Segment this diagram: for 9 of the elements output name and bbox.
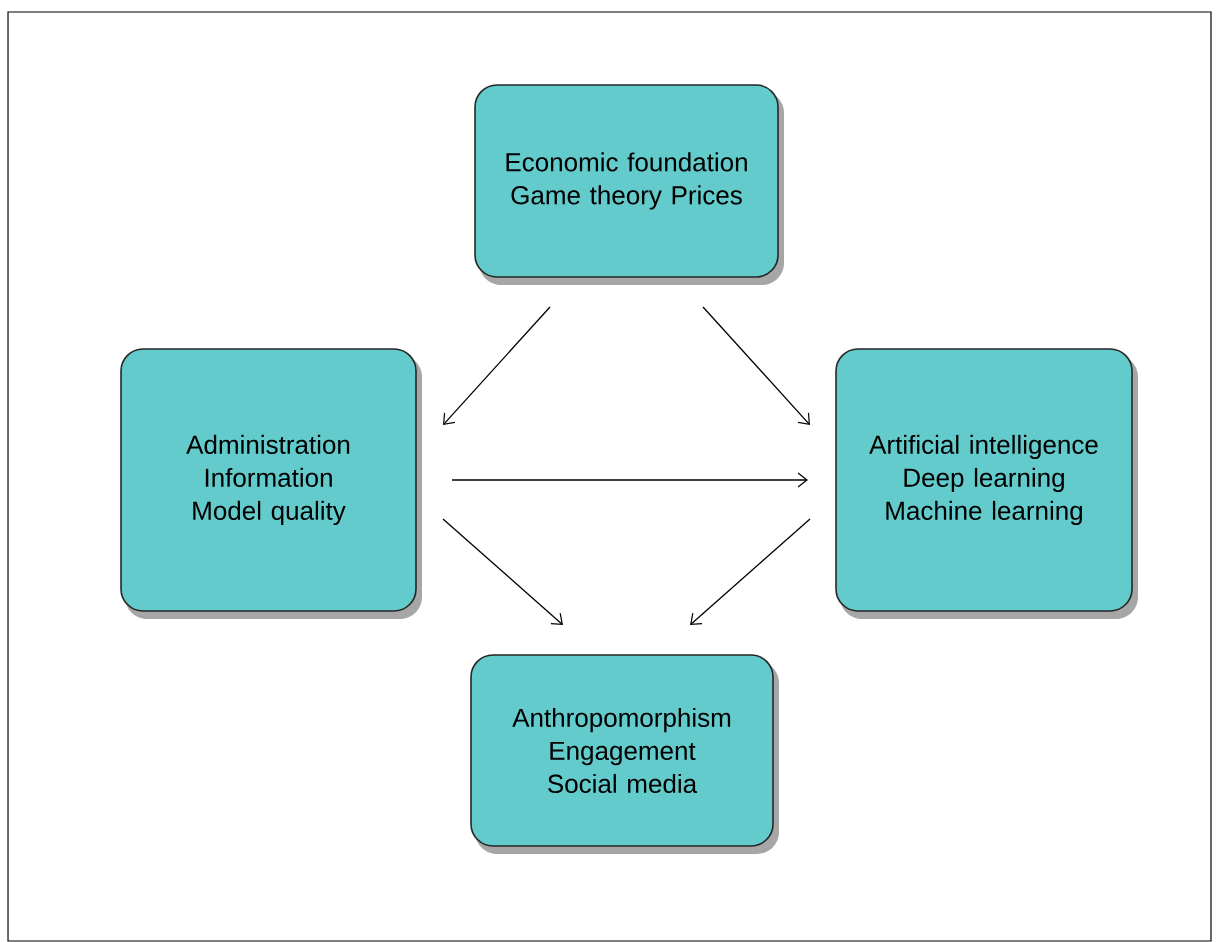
arrow: [442, 518, 563, 625]
process-box: Artificial intelligence Deep learning Machine learning: [835, 348, 1138, 619]
arrow: [451, 472, 808, 488]
arrow: [702, 306, 810, 425]
process-box: Administration Information Model quality: [120, 348, 422, 619]
process-box: Anthropomorphism Engagement Social media: [470, 654, 779, 854]
process-box: Economic foundation Game theory Prices: [474, 84, 784, 285]
arrow: [443, 306, 551, 425]
arrow: [690, 518, 811, 625]
